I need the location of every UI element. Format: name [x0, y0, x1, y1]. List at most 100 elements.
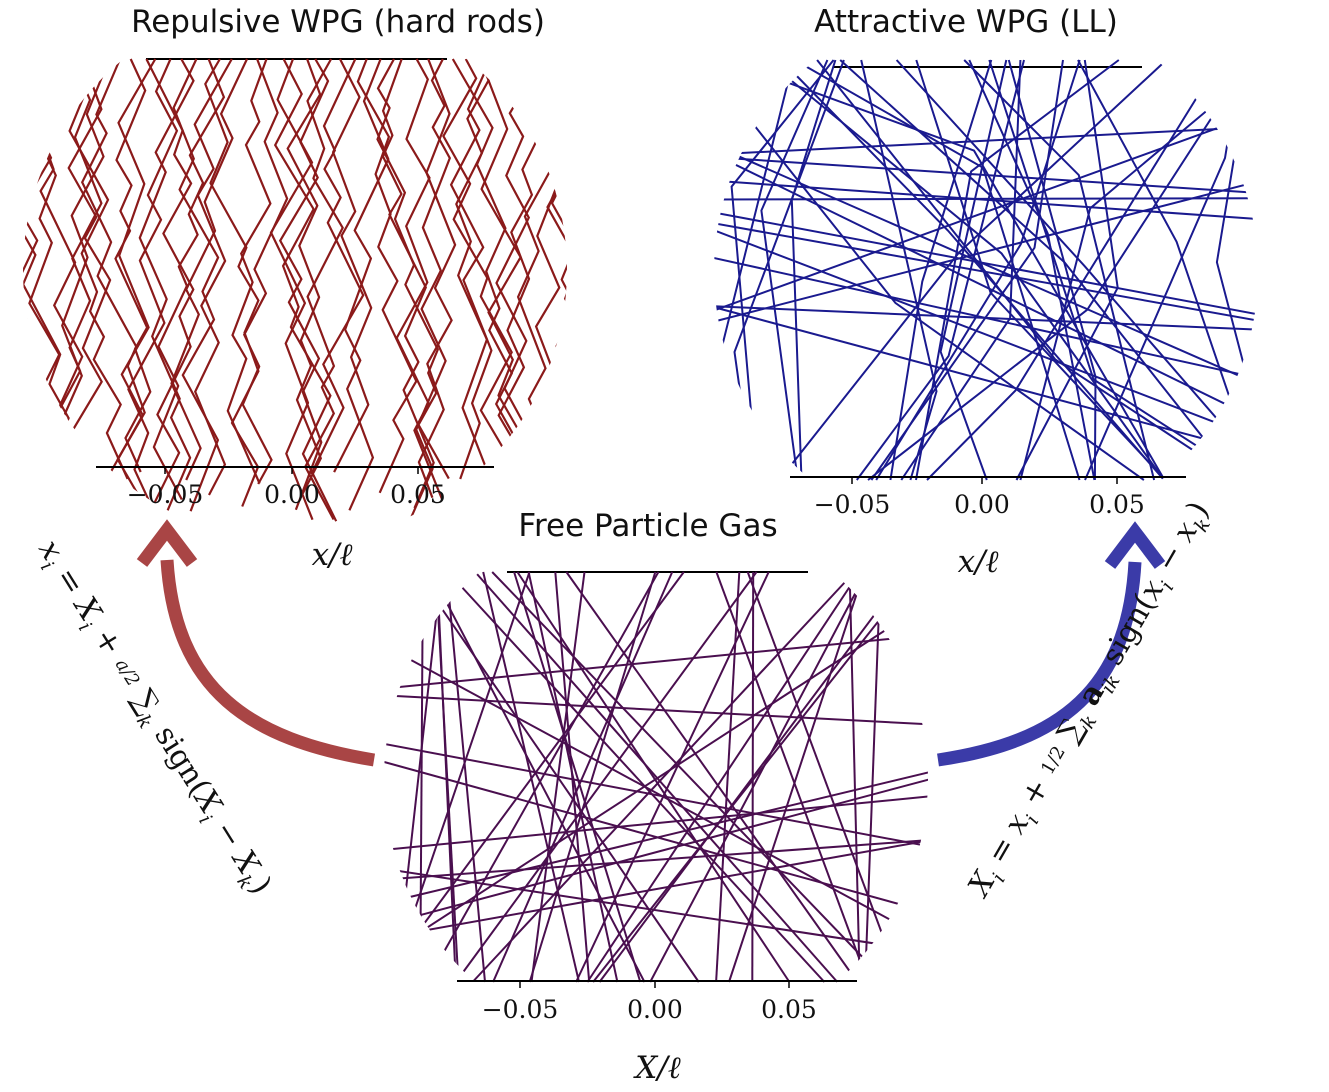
free-worldline	[419, 571, 424, 983]
attractive-worldline	[714, 138, 1258, 395]
free-worldline	[384, 694, 928, 726]
repulsive-worldline	[278, 58, 330, 511]
free-worldline	[491, 571, 888, 983]
repulsive-worldline	[356, 58, 418, 494]
left-transform-arrow	[136, 519, 376, 767]
repulsive-worldline	[304, 58, 344, 521]
repulsive-worldline	[170, 58, 248, 481]
attractive-worldline	[714, 197, 1258, 201]
repulsive-worldline	[417, 58, 457, 499]
free-worldline	[751, 571, 755, 983]
right-arrow-head	[1104, 521, 1166, 569]
repulsive-x-label: x/ℓ	[312, 537, 353, 573]
attractive-trajectories	[714, 59, 1258, 481]
repulsive-worldline	[226, 58, 272, 484]
repulsive-worldline	[455, 58, 502, 479]
free-worldline	[746, 571, 901, 983]
repulsive-worldline	[442, 58, 522, 478]
attractive-tick-zero: 0.00	[954, 490, 1010, 519]
repulsive-worldline	[172, 58, 220, 512]
attractive-worldline	[714, 124, 1258, 157]
attractive-worldline	[780, 59, 1165, 481]
attractive-worldline	[714, 146, 1258, 432]
free-tick-zero: 0.00	[627, 995, 683, 1024]
attractive-worldline	[714, 155, 1258, 196]
attractive-worldline	[714, 208, 1258, 320]
free-worldline	[554, 571, 591, 983]
free-worldline	[384, 795, 928, 852]
attractive-worldline	[714, 174, 1258, 327]
attractive-worldline	[895, 59, 1258, 481]
repulsive-worldline	[269, 58, 314, 521]
repulsive-worldline	[55, 58, 103, 481]
attractive-worldline	[714, 253, 1258, 384]
attractive-worldline	[760, 59, 829, 481]
attractive-worldline	[714, 223, 1258, 449]
repulsive-x-ticks: −0.05 0.00 0.05	[127, 467, 446, 509]
free-worldline	[471, 571, 856, 983]
attractive-worldline	[926, 59, 1221, 481]
free-worldline	[445, 571, 486, 983]
repulsive-worldline	[534, 58, 567, 536]
left-arrow-shaft	[160, 559, 376, 767]
free-worldline	[715, 571, 741, 983]
repulsive-worldline	[63, 58, 112, 516]
repulsive-worldline	[145, 58, 195, 517]
free-worldline	[384, 839, 928, 881]
free-panel: Free Particle Gas −0.05 0.00 0.05 X/ℓ	[384, 508, 928, 1086]
attractive-worldline	[714, 59, 795, 481]
free-worldline	[592, 571, 919, 983]
repulsive-worldline	[138, 58, 195, 523]
attractive-worldline	[714, 178, 1258, 222]
free-worldline	[565, 571, 859, 983]
free-worldline	[848, 571, 861, 983]
attractive-worldline	[714, 302, 1258, 461]
repulsive-title: Repulsive WPG (hard rods)	[131, 4, 545, 40]
free-title: Free Particle Gas	[518, 508, 777, 544]
repulsive-trajectories	[23, 58, 567, 536]
repulsive-tick-pos: 0.05	[390, 480, 446, 509]
free-worldline	[447, 571, 826, 983]
free-worldline	[482, 571, 580, 983]
repulsive-worldline	[152, 58, 226, 501]
right-equation: Xi = xi + 1/2 ∑k aik sign(xi − xk)	[961, 496, 1217, 904]
attractive-tick-neg: −0.05	[814, 490, 891, 519]
repulsive-worldline	[331, 58, 373, 473]
attractive-x-label: x/ℓ	[958, 544, 999, 580]
free-x-ticks: −0.05 0.00 0.05	[482, 981, 817, 1024]
attractive-worldline	[816, 59, 1239, 481]
attractive-worldline	[714, 59, 1145, 481]
attractive-tick-pos: 0.05	[1089, 490, 1145, 519]
free-worldline	[586, 571, 861, 983]
attractive-worldline	[730, 59, 835, 481]
repulsive-worldline	[479, 58, 536, 521]
attractive-worldline	[860, 59, 938, 481]
repulsive-worldline	[286, 58, 323, 499]
repulsive-worldline	[310, 58, 365, 475]
free-worldline	[728, 571, 865, 983]
attractive-worldline	[915, 59, 1120, 481]
attractive-worldline	[889, 59, 993, 481]
repulsive-worldline	[127, 58, 179, 506]
attractive-worldline	[900, 59, 1022, 481]
free-worldline	[528, 571, 657, 983]
repulsive-worldline	[381, 58, 435, 509]
attractive-worldline	[714, 219, 1258, 326]
attractive-x-ticks: −0.05 0.00 0.05	[814, 477, 1145, 519]
repulsive-worldline	[193, 58, 233, 496]
free-worldline	[384, 600, 928, 960]
repulsive-worldline	[547, 58, 567, 475]
free-worldline	[649, 571, 868, 983]
attractive-worldline	[968, 59, 1096, 481]
right-transform-arrow	[937, 521, 1166, 767]
repulsive-worldline	[241, 58, 289, 485]
free-worldline	[384, 633, 928, 690]
attractive-worldline	[1077, 59, 1258, 481]
attractive-worldline	[855, 59, 1025, 481]
attractive-title: Attractive WPG (LL)	[814, 4, 1118, 40]
free-worldline	[384, 642, 928, 943]
free-worldline	[455, 571, 758, 983]
free-worldline	[575, 571, 770, 983]
free-worldline	[513, 571, 642, 983]
